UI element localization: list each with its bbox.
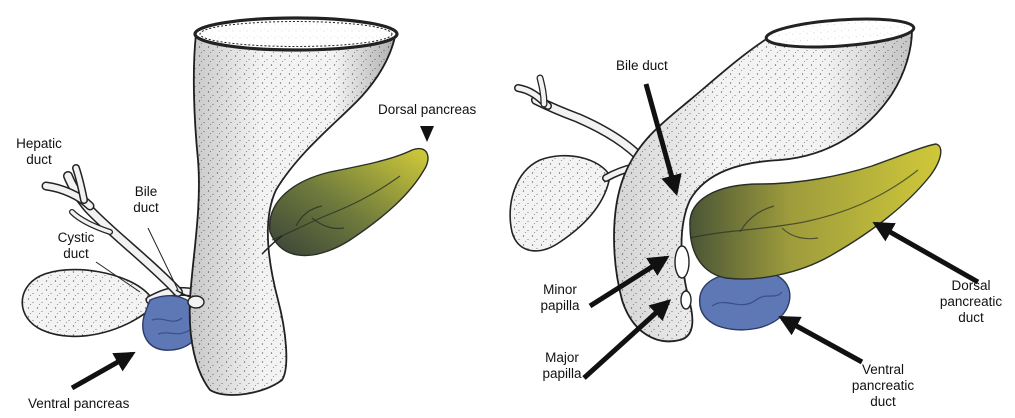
right-ventral-duct-arrow	[782, 318, 862, 362]
label-ventral-duct-line2: pancreatic	[846, 378, 920, 394]
right-dorsal-duct-arrow	[876, 224, 978, 282]
label-major-papilla-line2: papilla	[534, 366, 590, 382]
label-left-bile-duct-line1: Bile	[126, 184, 166, 200]
label-major-papilla-line1: Major	[534, 350, 590, 366]
right-major-papilla	[681, 291, 691, 309]
left-dorsal-pancreas-arrowhead	[420, 126, 434, 142]
right-gallbladder	[510, 156, 610, 251]
label-minor-papilla-line1: Minor	[532, 282, 588, 298]
right-minor-papilla	[675, 246, 689, 278]
label-cystic-duct: Cystic duct	[50, 230, 102, 262]
label-ventral-pancreas: Ventral pancreas	[28, 396, 129, 412]
label-dorsal-pancreas: Dorsal pancreas	[378, 102, 476, 118]
label-ventral-pancreatic-duct: Ventral pancreatic duct	[846, 362, 920, 410]
label-dorsal-duct-line3: duct	[934, 310, 1008, 326]
right-ventral-pancreas	[700, 272, 790, 330]
label-hepatic-duct: Hepatic duct	[10, 136, 68, 168]
left-ventral-pancreas-arrow	[72, 354, 132, 388]
label-ventral-duct-line3: duct	[846, 394, 920, 410]
label-hepatic-duct-line1: Hepatic	[10, 136, 68, 152]
label-left-bile-duct: Bile duct	[126, 184, 166, 216]
label-minor-papilla-line2: papilla	[532, 298, 588, 314]
label-left-bile-duct-line2: duct	[126, 200, 166, 216]
label-cystic-duct-line1: Cystic	[50, 230, 102, 246]
label-right-bile-duct: Bile duct	[616, 58, 668, 74]
label-major-papilla: Major papilla	[534, 350, 590, 382]
label-dorsal-duct-line2: pancreatic	[934, 294, 1008, 310]
left-panel	[22, 18, 434, 395]
label-minor-papilla: Minor papilla	[532, 282, 588, 314]
left-foregut-rim	[195, 18, 397, 50]
label-dorsal-duct-line1: Dorsal	[934, 278, 1008, 294]
left-gallbladder	[22, 270, 156, 337]
label-ventral-duct-line1: Ventral	[846, 362, 920, 378]
right-panel	[510, 15, 978, 378]
label-dorsal-pancreatic-duct: Dorsal pancreatic duct	[934, 278, 1008, 326]
label-cystic-duct-line2: duct	[50, 246, 102, 262]
label-hepatic-duct-line2: duct	[10, 152, 68, 168]
